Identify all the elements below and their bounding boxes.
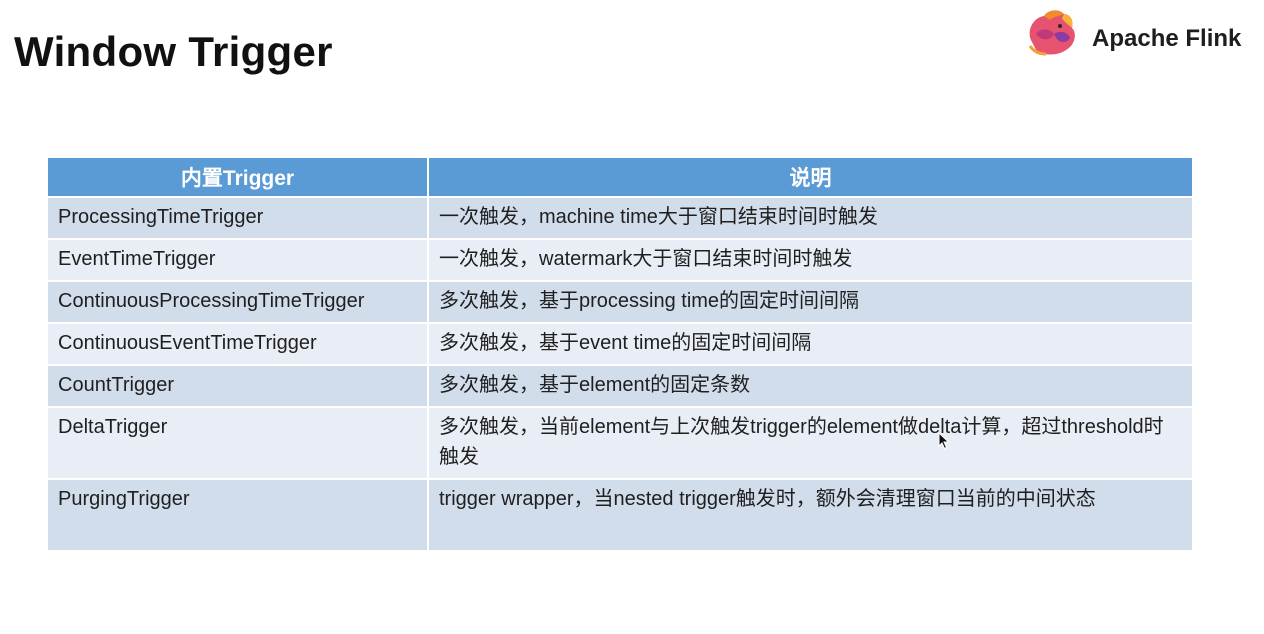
trigger-name-cell: EventTimeTrigger xyxy=(48,240,429,282)
trigger-table: 内置Trigger 说明 ProcessingTimeTrigger 一次触发，… xyxy=(48,158,1192,552)
trigger-description-cell: 一次触发，watermark大于窗口结束时间时触发 xyxy=(429,240,1192,282)
table-row: ContinuousProcessingTimeTrigger 多次触发，基于p… xyxy=(48,282,1192,324)
column-header-trigger: 内置Trigger xyxy=(48,158,429,198)
trigger-name-cell: ProcessingTimeTrigger xyxy=(48,198,429,240)
trigger-description-cell: 多次触发，基于element的固定条数 xyxy=(429,366,1192,408)
table-row: EventTimeTrigger 一次触发，watermark大于窗口结束时间时… xyxy=(48,240,1192,282)
trigger-description-cell: 多次触发，当前element与上次触发trigger的element做delta… xyxy=(429,408,1192,480)
trigger-description-cell: trigger wrapper，当nested trigger触发时，额外会清理… xyxy=(429,480,1192,552)
table-row: ContinuousEventTimeTrigger 多次触发，基于event … xyxy=(48,324,1192,366)
brand: Apache Flink xyxy=(1024,6,1260,62)
table-header-row: 内置Trigger 说明 xyxy=(48,158,1192,198)
table-row: PurgingTrigger trigger wrapper，当nested t… xyxy=(48,480,1192,552)
trigger-name-cell: ContinuousEventTimeTrigger xyxy=(48,324,429,366)
flink-squirrel-logo-icon xyxy=(1028,10,1075,56)
trigger-name-cell: ContinuousProcessingTimeTrigger xyxy=(48,282,429,324)
trigger-name-cell: CountTrigger xyxy=(48,366,429,408)
page-title: Window Trigger xyxy=(14,28,333,75)
brand-name: Apache Flink xyxy=(1092,25,1242,52)
trigger-name-cell: DeltaTrigger xyxy=(48,408,429,480)
trigger-description-cell: 多次触发，基于processing time的固定时间间隔 xyxy=(429,282,1192,324)
trigger-description-cell: 一次触发，machine time大于窗口结束时间时触发 xyxy=(429,198,1192,240)
trigger-description-cell: 多次触发，基于event time的固定时间间隔 xyxy=(429,324,1192,366)
table-row: CountTrigger 多次触发，基于element的固定条数 xyxy=(48,366,1192,408)
table-row: DeltaTrigger 多次触发，当前element与上次触发trigger的… xyxy=(48,408,1192,480)
column-header-description: 说明 xyxy=(429,158,1192,198)
table-row: ProcessingTimeTrigger 一次触发，machine time大… xyxy=(48,198,1192,240)
mouse-cursor-icon xyxy=(938,432,950,450)
trigger-name-cell: PurgingTrigger xyxy=(48,480,429,552)
